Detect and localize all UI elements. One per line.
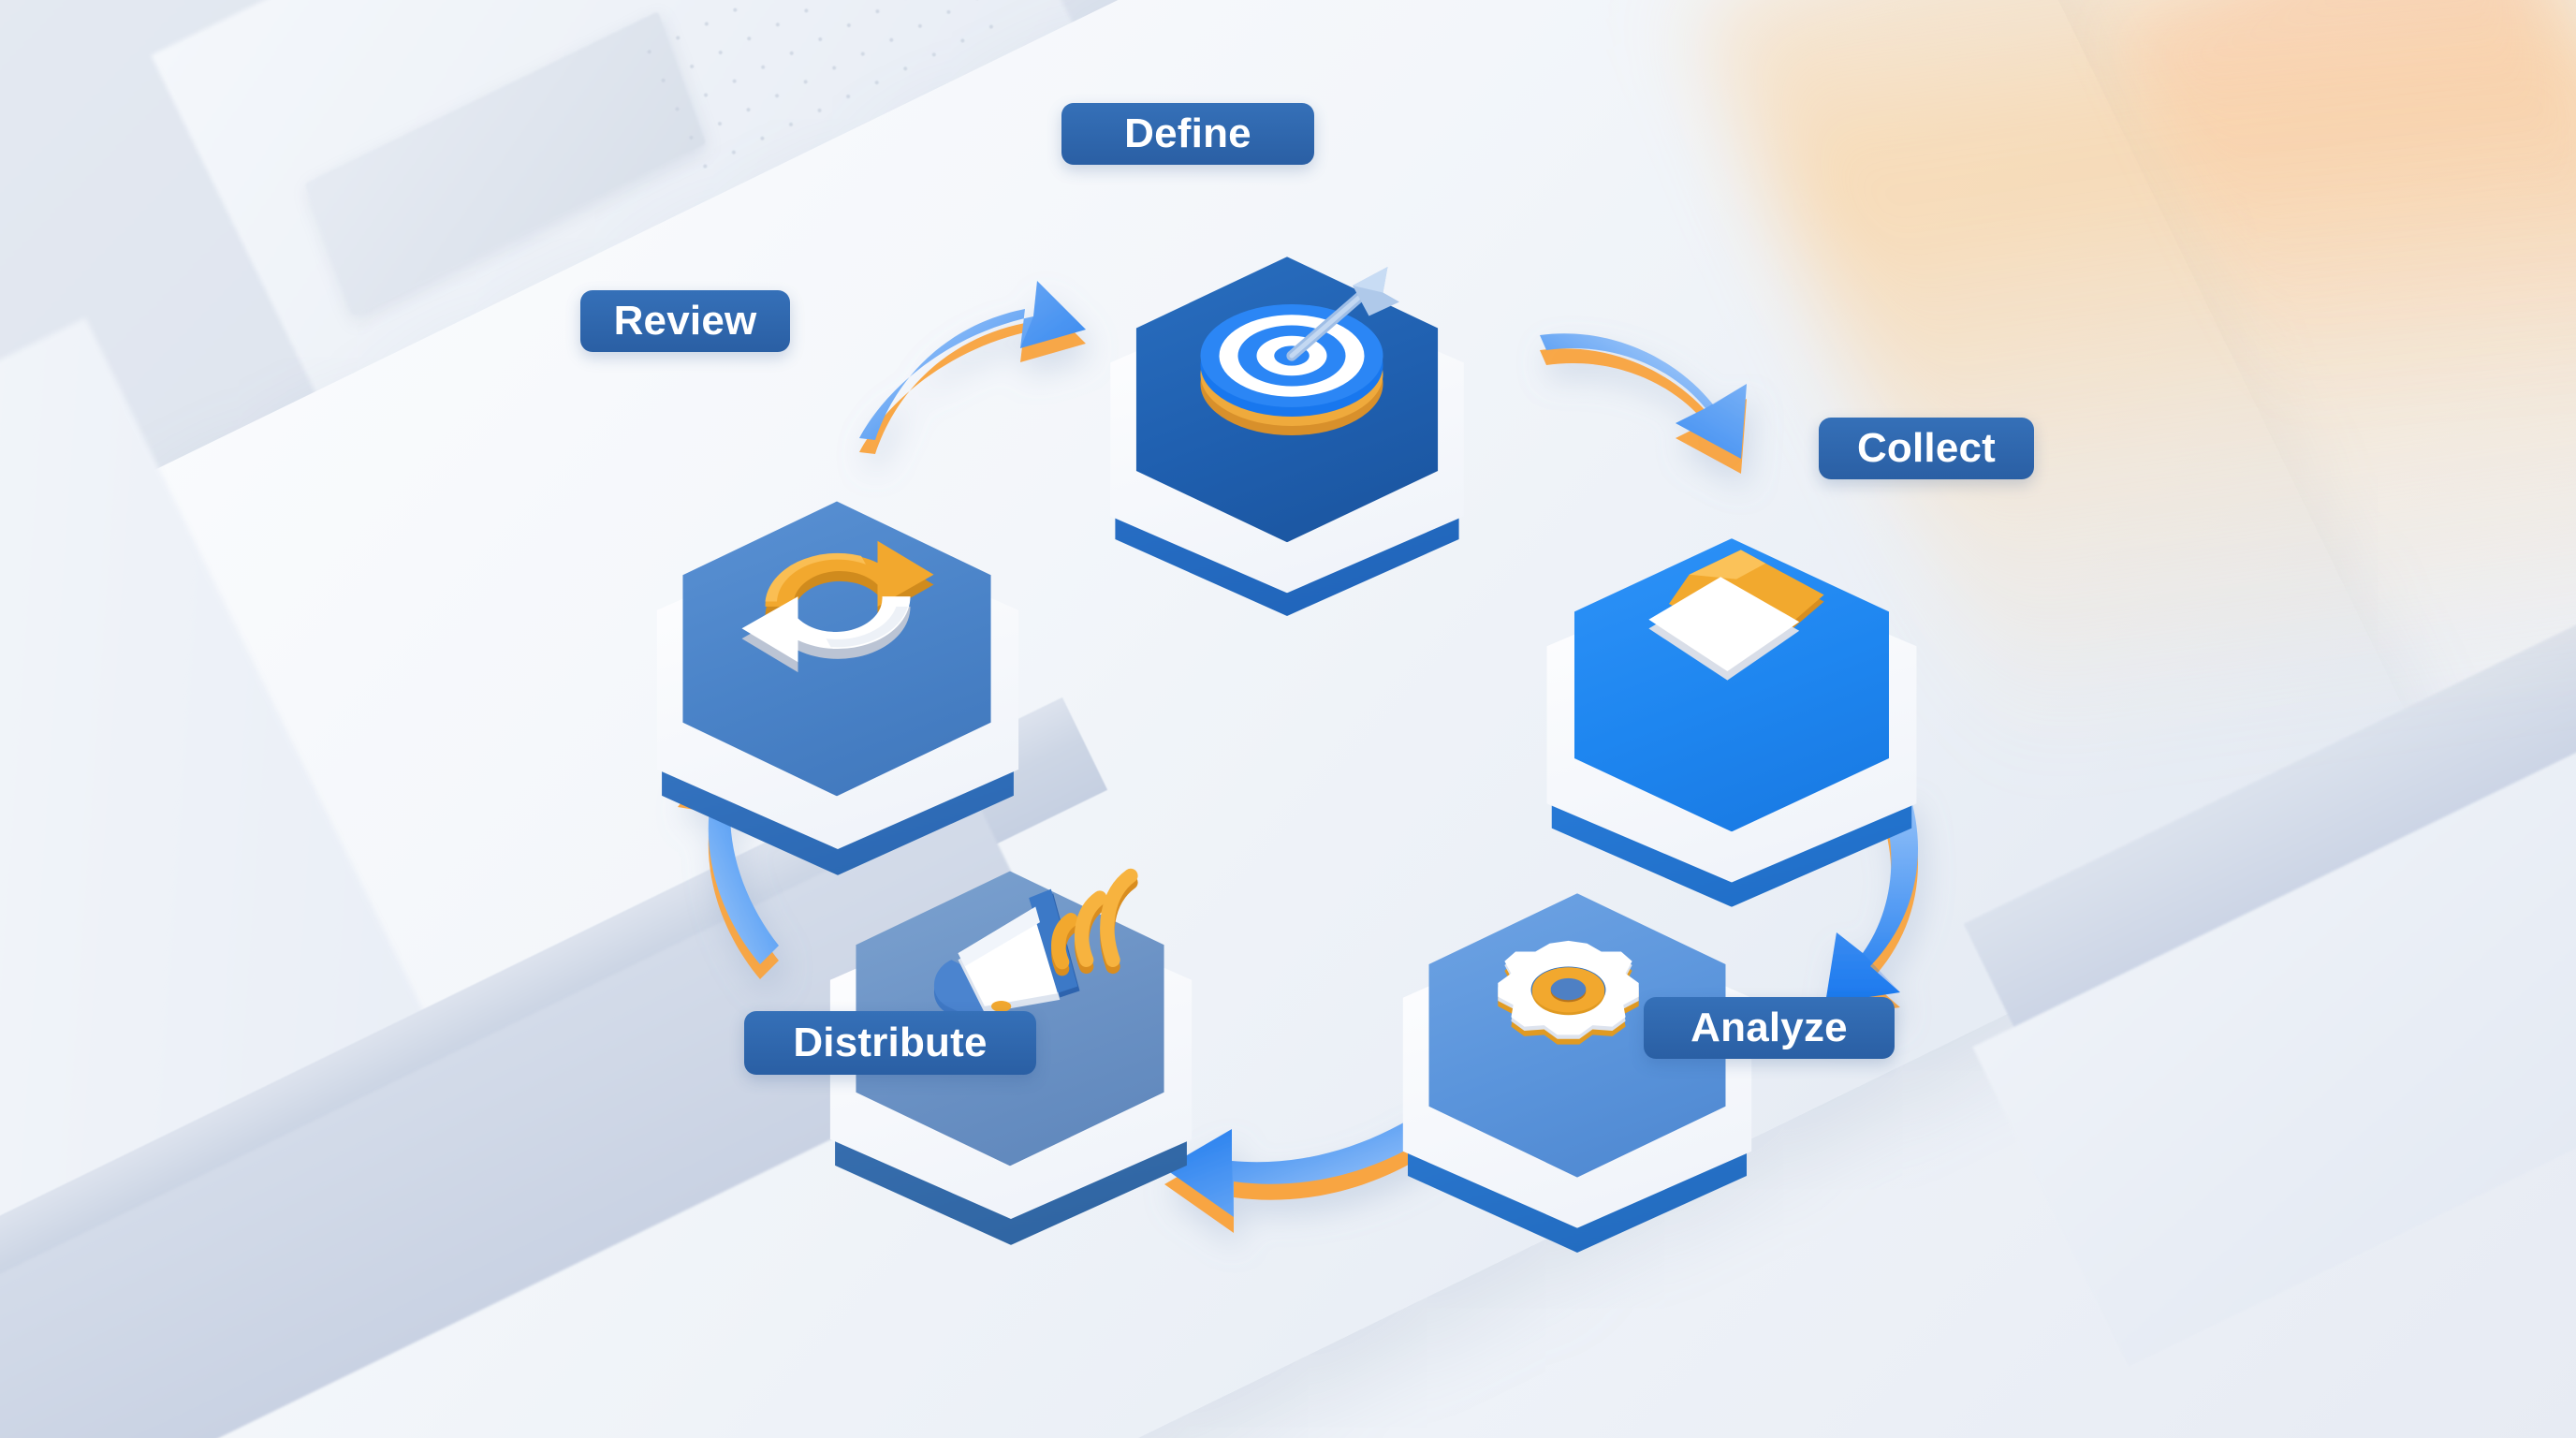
label-text-define: Define: [1124, 110, 1251, 156]
target-icon: [1200, 267, 1399, 435]
node-distribute[interactable]: Distribute: [744, 829, 1231, 1245]
node-review[interactable]: Review: [580, 290, 1058, 875]
folder-icon: [1648, 550, 1824, 681]
arrow-define-to-collect: [1540, 333, 1747, 474]
arrow-analyze-to-distribute: [1164, 1112, 1442, 1233]
arrow-review-to-define: [859, 281, 1086, 454]
label-pill-define[interactable]: Define: [1061, 103, 1314, 165]
label-text-analyze: Analyze: [1690, 1005, 1848, 1050]
label-pill-distribute[interactable]: Distribute: [744, 1011, 1036, 1075]
arrow-collect-to-analyze: [1825, 788, 1919, 1019]
label-pill-review[interactable]: Review: [580, 290, 790, 352]
label-text-distribute: Distribute: [793, 1020, 988, 1065]
label-text-collect: Collect: [1856, 425, 1997, 471]
node-define[interactable]: Define: [1061, 103, 1502, 616]
node-analyze[interactable]: Analyze: [1367, 852, 1895, 1253]
label-text-review: Review: [613, 298, 757, 344]
gear-icon: [1498, 940, 1639, 1045]
label-pill-analyze[interactable]: Analyze: [1644, 997, 1895, 1059]
label-pill-collect[interactable]: Collect: [1819, 418, 2034, 479]
node-collect[interactable]: Collect: [1507, 418, 2034, 907]
refresh-cycle-icon: [741, 540, 934, 673]
